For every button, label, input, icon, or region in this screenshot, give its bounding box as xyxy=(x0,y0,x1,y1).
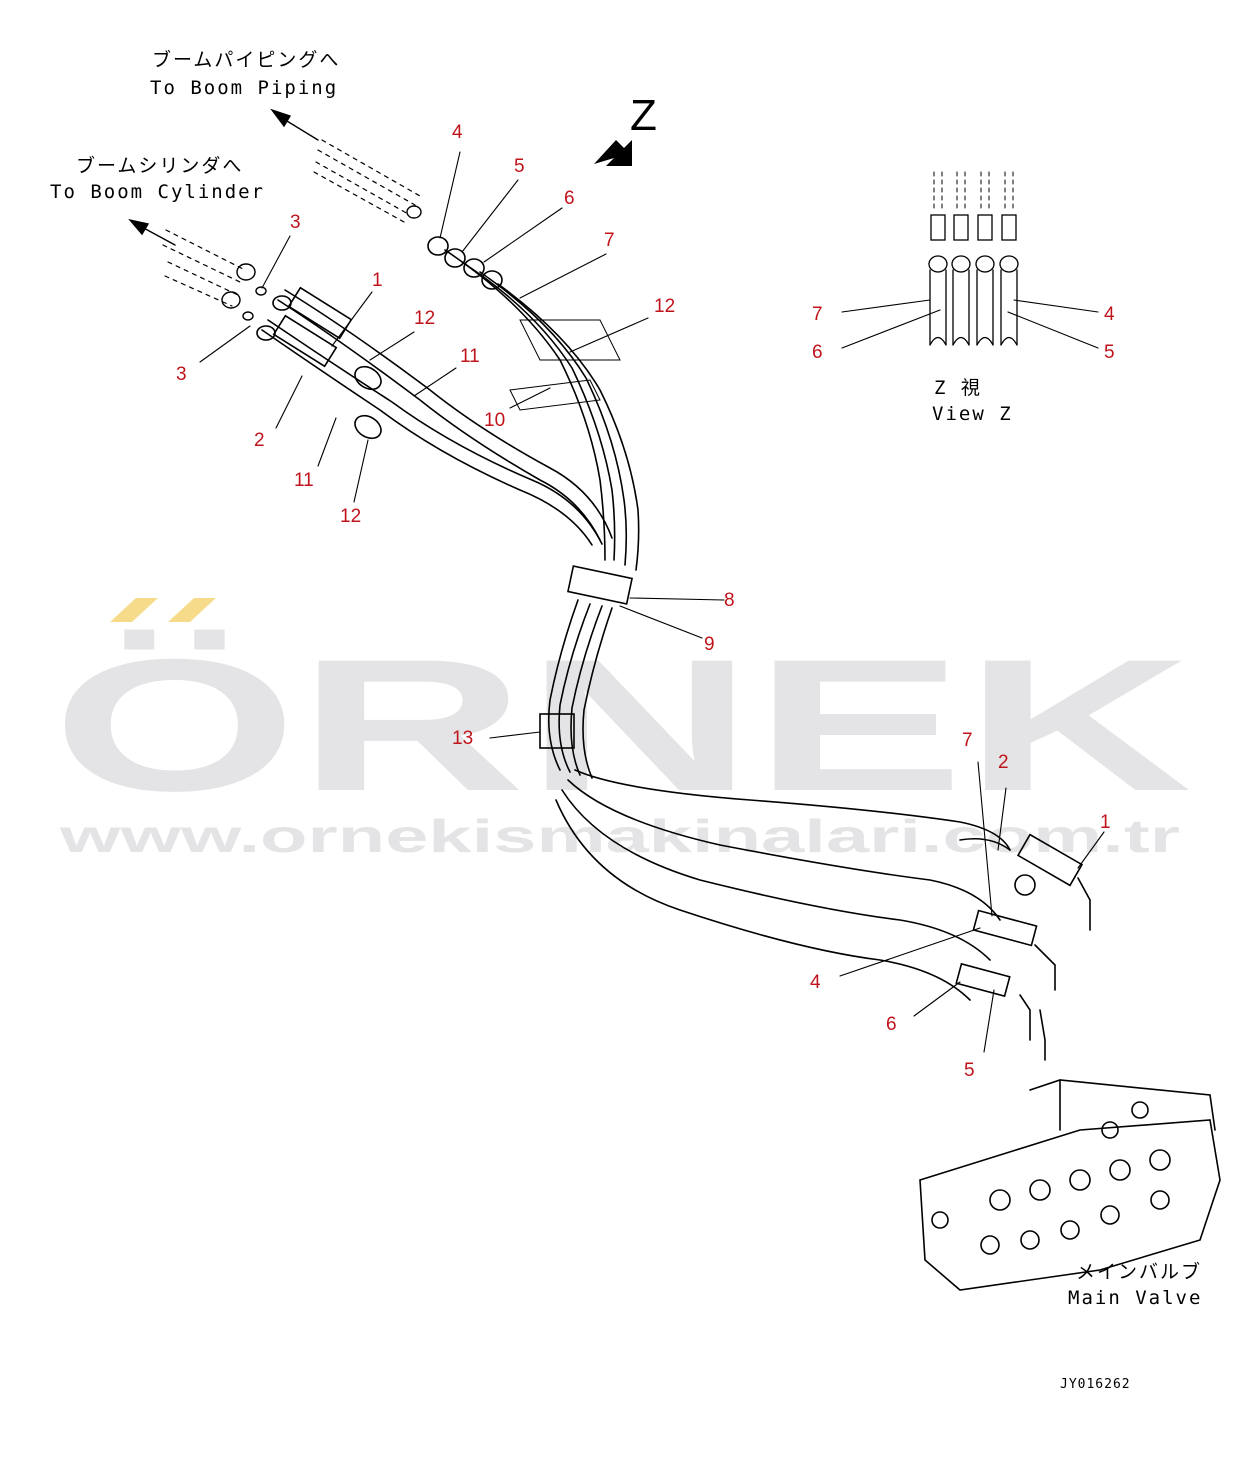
callout-1: 1 xyxy=(372,270,383,291)
view-z-label-jp: Z 視 xyxy=(934,377,982,399)
boom-cylinder-label-en: To Boom Cylinder xyxy=(50,181,265,203)
callout-12: 12 xyxy=(340,506,361,527)
callout-3: 3 xyxy=(290,212,301,233)
callout-12: 12 xyxy=(654,296,675,317)
callout-5: 5 xyxy=(964,1060,975,1081)
callout-3: 3 xyxy=(176,364,187,385)
boom-piping-label-jp: ブームパイピングへ xyxy=(152,48,340,71)
callout-12: 12 xyxy=(414,308,435,329)
watermark-accent-right xyxy=(168,598,216,622)
callout-11: 11 xyxy=(294,470,314,491)
callout-numbers: 4 5 6 7 12 3 3 1 12 11 2 11 12 10 8 9 13… xyxy=(176,122,1115,1081)
callout-7: 7 xyxy=(962,730,973,751)
main-valve-label-jp: メインバルブ xyxy=(1076,1260,1202,1283)
view-z-label-en: View Z xyxy=(932,403,1013,425)
direction-arrows xyxy=(128,108,319,246)
callout-8: 8 xyxy=(724,590,735,611)
boom-piping-ends xyxy=(221,205,422,321)
callout-7: 7 xyxy=(604,230,615,251)
callout-7: 7 xyxy=(812,304,823,325)
hose-assembly xyxy=(128,108,1221,1291)
boom-piping-label-en: To Boom Piping xyxy=(150,77,338,99)
boom-cylinder-label-jp: ブームシリンダへ xyxy=(76,154,243,177)
clamp-bundle xyxy=(539,565,633,779)
watermark-url: www.ornekismakinalari.com.tr xyxy=(58,810,1180,862)
callout-2: 2 xyxy=(998,752,1009,773)
watermark-accent-left xyxy=(110,598,158,622)
leader-lines xyxy=(199,151,1105,1053)
callout-5: 5 xyxy=(514,156,525,177)
view-arrow-label: Z xyxy=(630,91,657,140)
watermark-brand: ÖRNEK xyxy=(52,620,1192,830)
callout-13: 13 xyxy=(452,728,473,749)
callout-6: 6 xyxy=(812,342,823,363)
drawing-code: JY016262 xyxy=(1060,1377,1131,1392)
callout-11: 11 xyxy=(460,346,480,367)
callout-5: 5 xyxy=(1104,342,1115,363)
hoses-left xyxy=(256,286,613,546)
text-labels: ブームパイピングへ To Boom Piping ブームシリンダへ To Boo… xyxy=(50,48,1202,1392)
callout-9: 9 xyxy=(704,634,715,655)
callout-10: 10 xyxy=(484,410,505,431)
callout-4: 4 xyxy=(1104,304,1115,325)
callout-6: 6 xyxy=(564,188,575,209)
hoses-upper xyxy=(427,236,640,571)
callout-6: 6 xyxy=(886,1014,897,1035)
boom-piping-stubs xyxy=(162,139,421,307)
hoses-lower xyxy=(555,769,1091,1061)
main-valve-label-en: Main Valve xyxy=(1068,1287,1202,1309)
view-z-detail xyxy=(928,171,1019,346)
callout-1: 1 xyxy=(1100,812,1111,833)
callout-4: 4 xyxy=(810,972,821,993)
callout-4: 4 xyxy=(452,122,463,143)
view-z-arrow xyxy=(594,140,632,166)
watermark: ÖRNEK www.ornekismakinalari.com.tr xyxy=(52,598,1192,862)
callout-2: 2 xyxy=(254,430,265,451)
main-valve-block xyxy=(919,1079,1221,1291)
